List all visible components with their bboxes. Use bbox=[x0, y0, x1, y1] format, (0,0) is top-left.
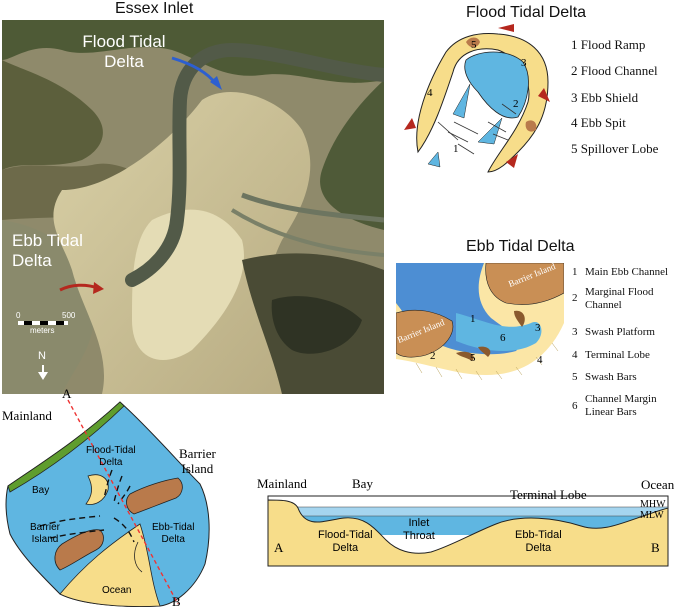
xsec-bay: Bay bbox=[352, 476, 373, 491]
ebb-num-4: 4 bbox=[537, 354, 543, 366]
scale-end: 500 bbox=[62, 311, 76, 320]
xsec-mhw: MHW bbox=[640, 499, 666, 510]
xsec-terminal-lobe: Terminal Lobe bbox=[510, 487, 587, 502]
ebb-num-6: 6 bbox=[500, 332, 506, 344]
ebb-legend-text-5: Swash Bars bbox=[585, 371, 637, 383]
ebb-legend-text-2: Marginal Flood Channel bbox=[585, 286, 654, 311]
ebb-legend-num-6: 6 bbox=[572, 400, 578, 412]
ebb-delta-title: Ebb Tidal Delta bbox=[466, 238, 575, 255]
ebb-legend-num-2: 2 bbox=[572, 292, 578, 304]
ebb-legend-num-3: 3 bbox=[572, 326, 578, 338]
ebb-num-2: 2 bbox=[430, 350, 436, 362]
ebb-delta-diagram bbox=[396, 263, 564, 381]
plan-ocean: Ocean bbox=[102, 585, 132, 596]
plan-bay: Bay bbox=[32, 485, 50, 496]
xsec-mainland: Mainland bbox=[257, 476, 307, 491]
plan-barrier-left: Barrier Island bbox=[30, 522, 61, 545]
flood-legend-1: 1 Flood Ramp bbox=[571, 37, 646, 52]
ebb-num-5: 5 bbox=[470, 352, 476, 364]
plan-view-diagram bbox=[5, 399, 210, 607]
plan-point-b: B bbox=[172, 594, 181, 609]
xsec-point-a: A bbox=[274, 540, 284, 555]
photo-ebb-label: Ebb Tidal Delta bbox=[12, 231, 83, 270]
plan-ebb: Ebb-Tidal Delta bbox=[152, 522, 195, 545]
ebb-legend-text-1: Main Ebb Channel bbox=[585, 266, 669, 278]
flood-num-1: 1 bbox=[453, 143, 459, 155]
flood-legend-5: 5 Spillover Lobe bbox=[571, 141, 659, 156]
north-label: N bbox=[38, 350, 46, 362]
ebb-legend-num-4: 4 bbox=[572, 349, 578, 361]
xsec-flood: Flood-Tidal Delta bbox=[318, 529, 373, 554]
flood-num-4: 4 bbox=[427, 87, 433, 99]
flood-legend-3: 3 Ebb Shield bbox=[571, 90, 639, 105]
plan-point-a: A bbox=[62, 386, 72, 401]
xsec-ebb: Ebb-Tidal Delta bbox=[515, 529, 562, 554]
photo-flood-label: Flood Tidal Delta bbox=[82, 32, 166, 71]
ebb-num-1: 1 bbox=[470, 313, 476, 325]
ebb-legend-text-6: Channel Margin Linear Bars bbox=[585, 393, 657, 418]
flood-delta-diagram bbox=[404, 24, 550, 173]
ebb-legend-text-4: Terminal Lobe bbox=[585, 349, 650, 361]
photo-title: Essex Inlet bbox=[115, 0, 194, 17]
ebb-legend-num-1: 1 bbox=[572, 266, 578, 278]
flood-legend-2: 2 Flood Channel bbox=[571, 63, 658, 78]
flood-delta-title: Flood Tidal Delta bbox=[466, 4, 587, 21]
ebb-legend-num-5: 5 bbox=[572, 371, 578, 383]
plan-barrier-right: Barrier Island bbox=[179, 446, 216, 476]
flood-num-2: 2 bbox=[513, 98, 519, 110]
flood-num-5: 5 bbox=[471, 39, 477, 51]
aerial-photo bbox=[2, 20, 384, 394]
scale-start: 0 bbox=[16, 311, 21, 320]
flood-num-3: 3 bbox=[521, 57, 527, 69]
ebb-num-3: 3 bbox=[535, 322, 541, 334]
xsec-inlet: Inlet Throat bbox=[403, 517, 435, 542]
ebb-legend-text-3: Swash Platform bbox=[585, 326, 655, 338]
xsec-ocean: Ocean bbox=[641, 477, 675, 492]
xsec-mlw: MLW bbox=[640, 510, 664, 521]
scale-unit: meters bbox=[30, 326, 55, 335]
plan-flood: Flood-Tidal Delta bbox=[86, 445, 136, 468]
plan-mainland: Mainland bbox=[2, 408, 52, 423]
xsec-point-b: B bbox=[651, 540, 660, 555]
cross-section-diagram bbox=[267, 495, 669, 567]
flood-legend-4: 4 Ebb Spit bbox=[571, 115, 626, 130]
